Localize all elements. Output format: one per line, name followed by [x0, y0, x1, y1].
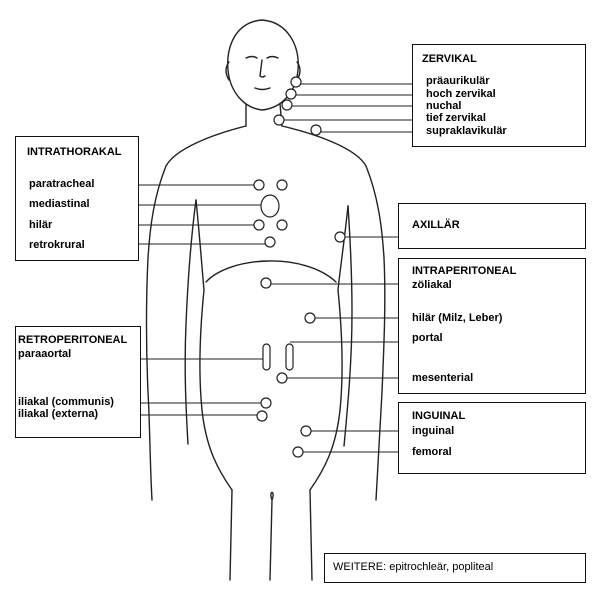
intrathorakal-title: INTRATHORAKAL	[27, 146, 122, 158]
box-zervikal	[412, 44, 586, 147]
zervikal-item-2: nuchal	[426, 100, 462, 112]
node-hilaer-right	[276, 219, 288, 231]
node-mesenterial	[276, 372, 288, 384]
node-hilaer-left	[253, 219, 265, 231]
box-inguinal	[398, 402, 586, 474]
node-inguinal	[300, 425, 312, 437]
axillaer-title: AXILLÄR	[412, 219, 460, 231]
head-outline	[227, 19, 299, 111]
box-intraperitoneal	[398, 258, 586, 394]
left-arm-outline	[145, 125, 247, 501]
weitere-text: WEITERE: epitrochleär, popliteal	[333, 561, 494, 573]
torso-right	[309, 205, 349, 491]
zervikal-item-1: hoch zervikal	[426, 88, 496, 100]
node-paratracheal-right	[276, 179, 288, 191]
face-nose	[259, 59, 266, 78]
legs-outline	[229, 489, 313, 581]
intraperitoneal-item-1: hilär (Milz, Leber)	[412, 312, 503, 324]
diaphragm-line	[205, 260, 337, 283]
node-mediastinal	[260, 194, 280, 218]
intrathorakal-item-1: mediastinal	[29, 198, 90, 210]
intrathorakal-item-0: paratracheal	[29, 178, 95, 190]
retroperitoneal-item-0: paraaortal	[18, 348, 72, 360]
intrathorakal-item-2: hilär	[29, 219, 53, 231]
retroperitoneal-item-2: iliakal (externa)	[18, 408, 99, 420]
node-hoch-zervikal	[285, 88, 297, 100]
right-arm-inner	[343, 205, 353, 447]
face-eyes	[245, 55, 279, 59]
inguinal-item-1: femoral	[412, 446, 452, 458]
intrathorakal-item-3: retrokrural	[29, 239, 85, 251]
retroperitoneal-title: RETROPERITONEAL	[18, 334, 128, 346]
node-praeaurikulaer	[290, 76, 302, 88]
node-paraaortal-right	[285, 343, 294, 371]
node-axillaer	[334, 231, 346, 243]
node-tief-zervikal	[273, 114, 285, 126]
node-iliakal-externa	[256, 410, 268, 422]
node-paraaortal-left	[262, 343, 271, 371]
zervikal-item-3: tief zervikal	[426, 112, 486, 124]
node-zoeliakal	[260, 277, 272, 289]
box-intrathorakal	[15, 136, 139, 261]
inguinal-item-0: inguinal	[412, 425, 455, 437]
right-arm-outline	[281, 125, 386, 501]
retroperitoneal-item-1: iliakal (communis)	[18, 396, 114, 408]
box-axillaer	[398, 203, 586, 249]
node-hilaer-milz-leber	[304, 312, 316, 324]
zervikal-item-4: supraklavikulär	[426, 125, 507, 137]
node-iliakal-communis	[260, 397, 272, 409]
node-supraklavikulaer	[310, 124, 322, 136]
intraperitoneal-item-2: portal	[412, 332, 443, 344]
intraperitoneal-item-3: mesenterial	[412, 372, 474, 384]
torso-left	[195, 199, 233, 491]
node-femoral	[292, 446, 304, 458]
box-weitere	[324, 553, 586, 583]
intraperitoneal-title: INTRAPERITONEAL	[412, 265, 517, 277]
ear-left	[225, 61, 230, 81]
node-paratracheal-left	[253, 179, 265, 191]
node-nuchal	[281, 99, 293, 111]
inguinal-title: INGUINAL	[412, 410, 466, 422]
left-arm-inner	[184, 199, 197, 445]
box-retroperitoneal	[15, 326, 141, 438]
intraperitoneal-item-0: zöliakal	[412, 279, 452, 291]
zervikal-title: ZERVIKAL	[422, 53, 477, 65]
face-mouth	[254, 87, 271, 91]
node-retrokrural	[264, 236, 276, 248]
zervikal-item-0: präaurikulär	[426, 75, 490, 87]
